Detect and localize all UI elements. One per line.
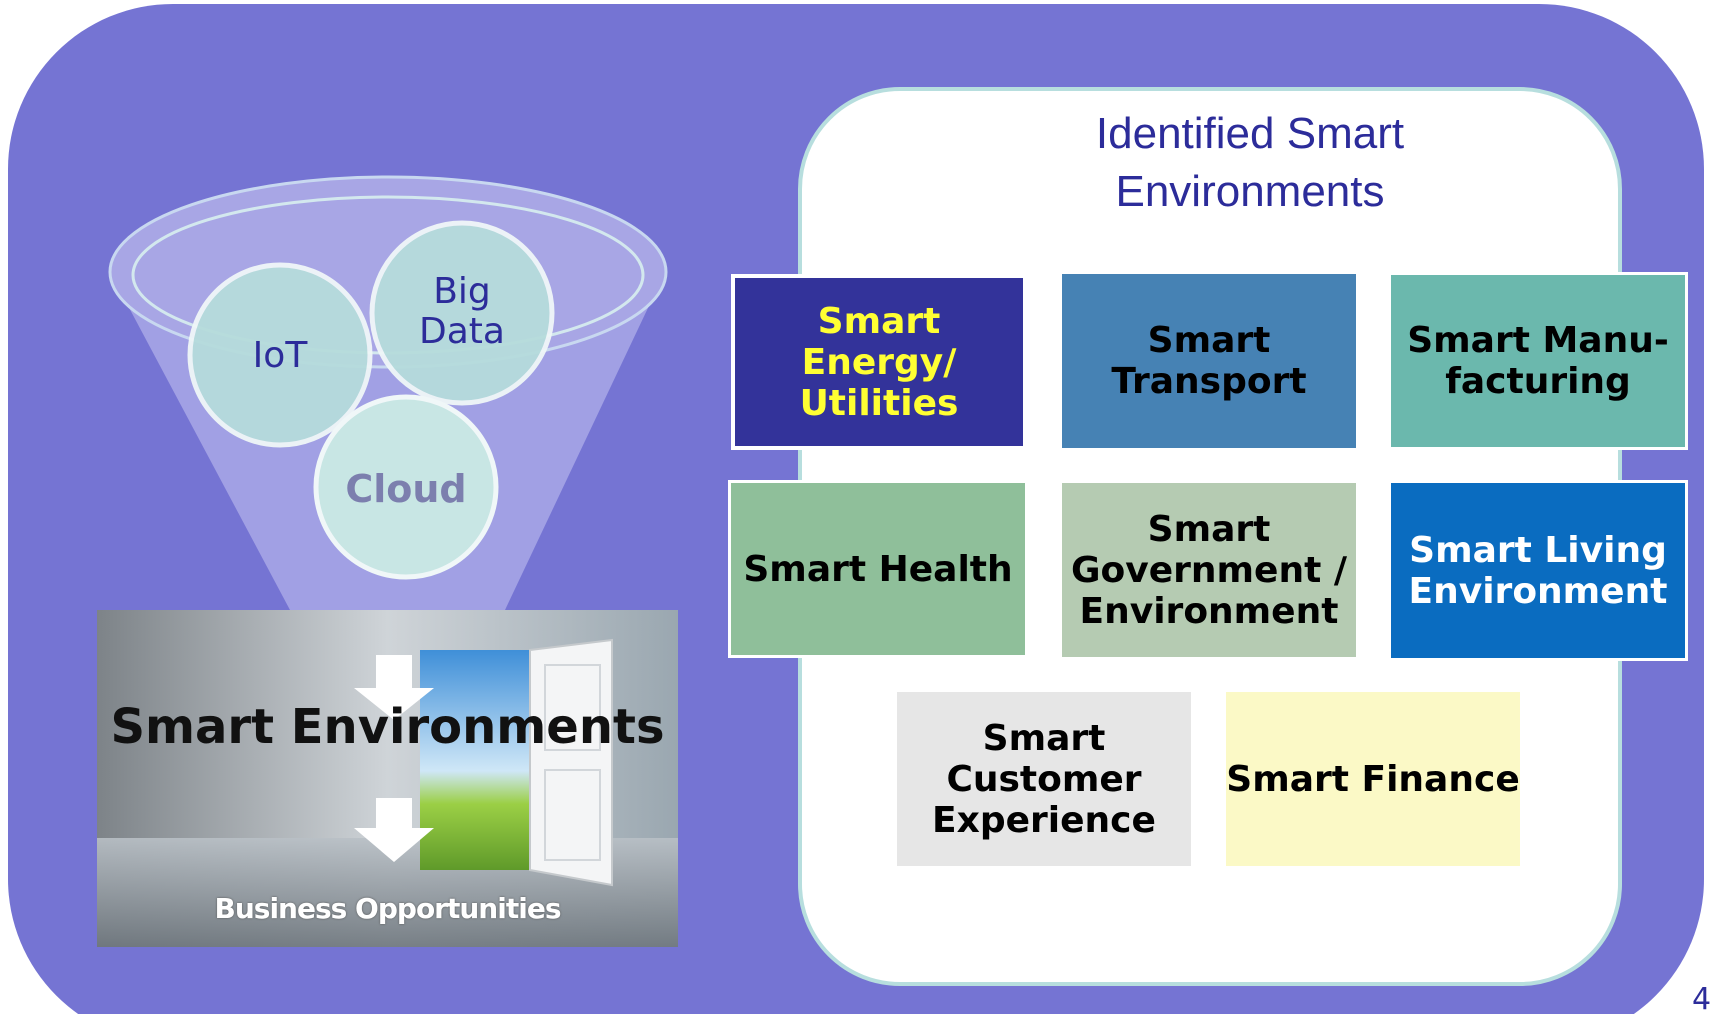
big-data-circle — [369, 220, 555, 406]
cloud-label: Cloud — [345, 467, 467, 511]
page-number: 4 — [1692, 982, 1712, 1017]
iot-circle — [187, 262, 373, 448]
open-door-panel — [529, 638, 613, 887]
tile-smart-manufacturing: Smart Manu-facturing — [1388, 272, 1688, 450]
door-inset-top — [544, 664, 601, 751]
tile-smart-transport: Smart Transport — [1062, 274, 1356, 448]
tile-smart-finance: Smart Finance — [1226, 692, 1520, 866]
smart-environments-label: Smart Environments — [110, 699, 665, 755]
arrow-down-bottom — [354, 798, 434, 862]
tile-smart-living-environment: Smart Living Environment — [1388, 480, 1688, 661]
tile-smart-health: Smart Health — [728, 480, 1028, 658]
arrow-down-top — [354, 655, 434, 720]
cloud-circle — [313, 394, 499, 580]
iot-label: IoT — [252, 335, 308, 376]
tile-smart-government-environment: Smart Government / Environment — [1062, 483, 1356, 657]
doorway-sky — [420, 650, 530, 870]
big-data-label: Big Data — [419, 271, 505, 352]
business-opportunities-label: Business Opportunities — [214, 892, 562, 925]
tile-smart-customer-experience: Smart Customer Experience — [897, 692, 1191, 866]
panel-title: Identified Smart Environments — [1095, 109, 1405, 216]
tile-smart-energy-utilities: Smart Energy/ Utilities — [731, 274, 1027, 450]
door-inset-bottom — [544, 769, 601, 861]
